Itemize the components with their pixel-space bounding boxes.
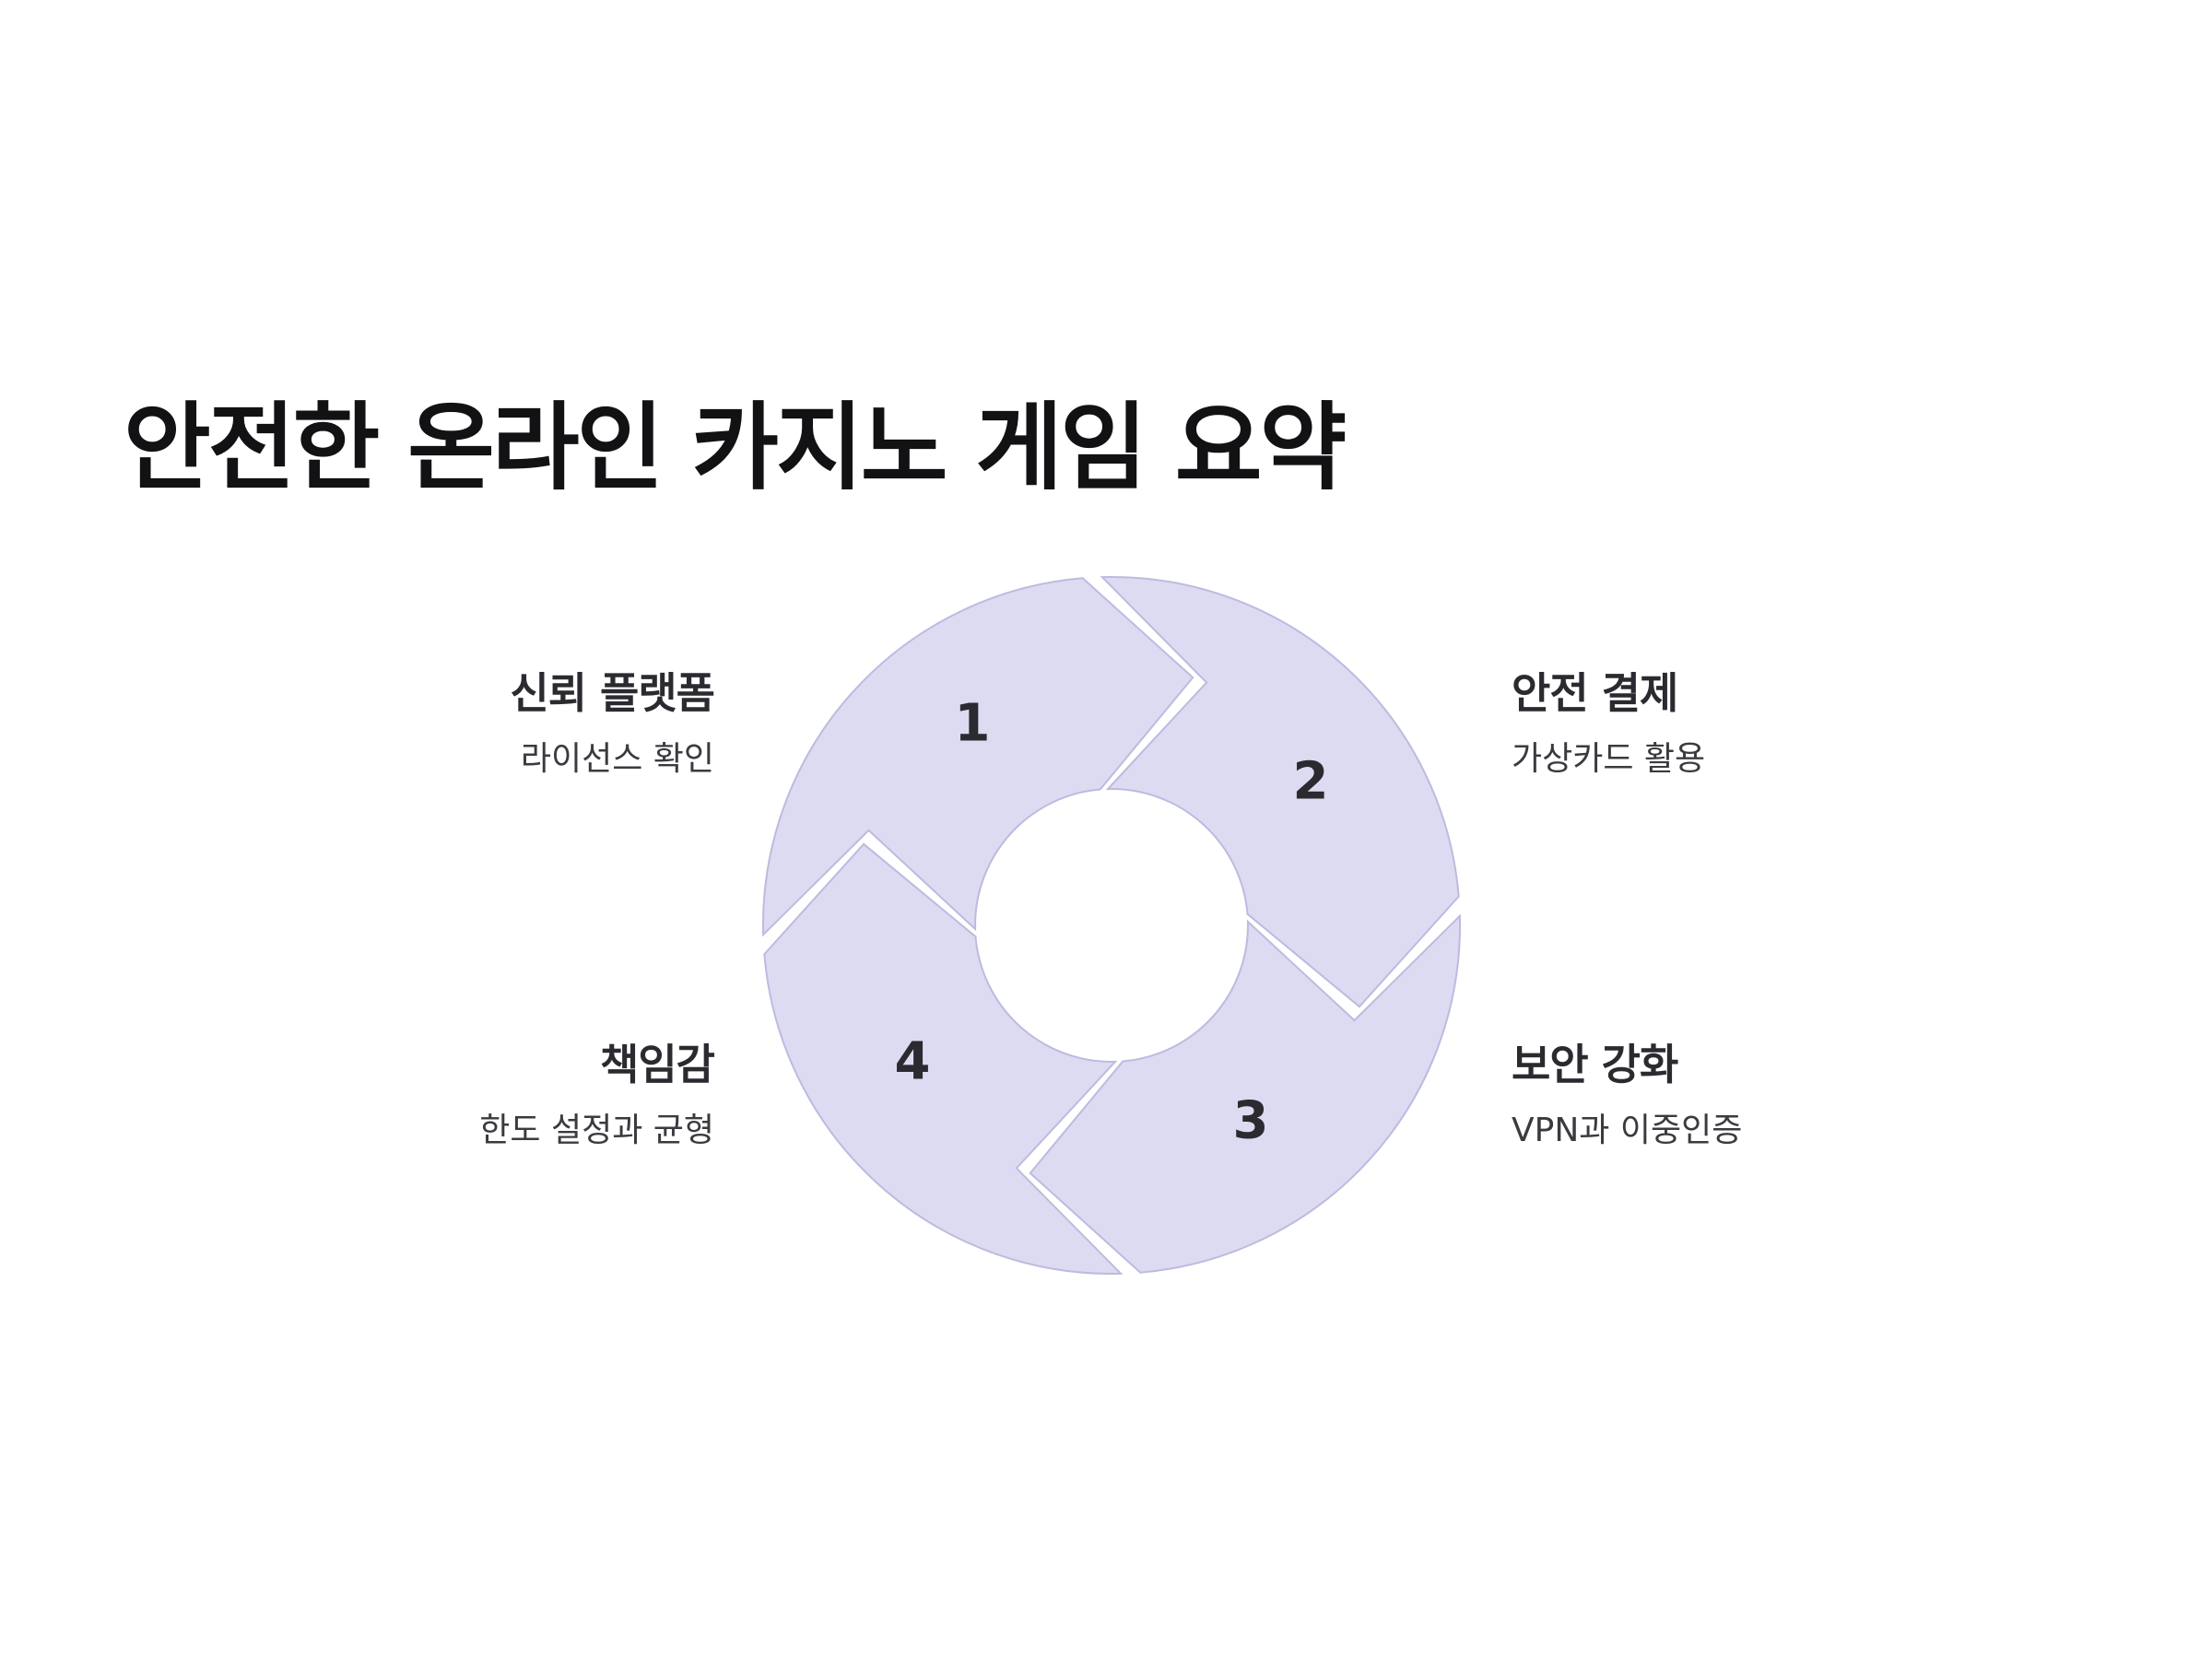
step-1-title: 신뢰 플랫폼 (510, 668, 715, 718)
step-2-label: 안전 결제 가상카드 활용 (1512, 668, 1899, 779)
step-3-title: 보안 강화 (1512, 1040, 1678, 1089)
step-4-number: 4 (895, 1032, 931, 1092)
cycle-segment-4 (762, 577, 1194, 937)
step-4-title: 책임감 (600, 1040, 715, 1089)
cycle-segments (762, 576, 1461, 1275)
step-4-label: 책임감 한도 설정과 균형 (327, 1040, 715, 1150)
cycle-segment-2 (1029, 913, 1461, 1274)
step-2-description: 가상카드 활용 (1512, 740, 1706, 779)
step-1-number: 1 (955, 694, 991, 754)
step-1-label: 신뢰 플랫폼 라이선스 확인 (327, 668, 715, 779)
page-title: 안전한 온라인 카지노 게임 요약 (124, 393, 1347, 503)
step-2-title: 안전 결제 (1512, 668, 1678, 718)
cycle-segment-3 (763, 842, 1124, 1275)
step-2-number: 2 (1293, 752, 1329, 812)
step-1-description: 라이선스 확인 (520, 740, 714, 779)
step-3-description: VPN과 이중인증 (1512, 1112, 1743, 1150)
cycle-segment-1 (1100, 576, 1460, 1008)
step-4-description: 한도 설정과 균형 (479, 1112, 714, 1150)
step-3-number: 3 (1233, 1091, 1269, 1151)
step-3-label: 보안 강화 VPN과 이중인증 (1512, 1040, 1899, 1150)
